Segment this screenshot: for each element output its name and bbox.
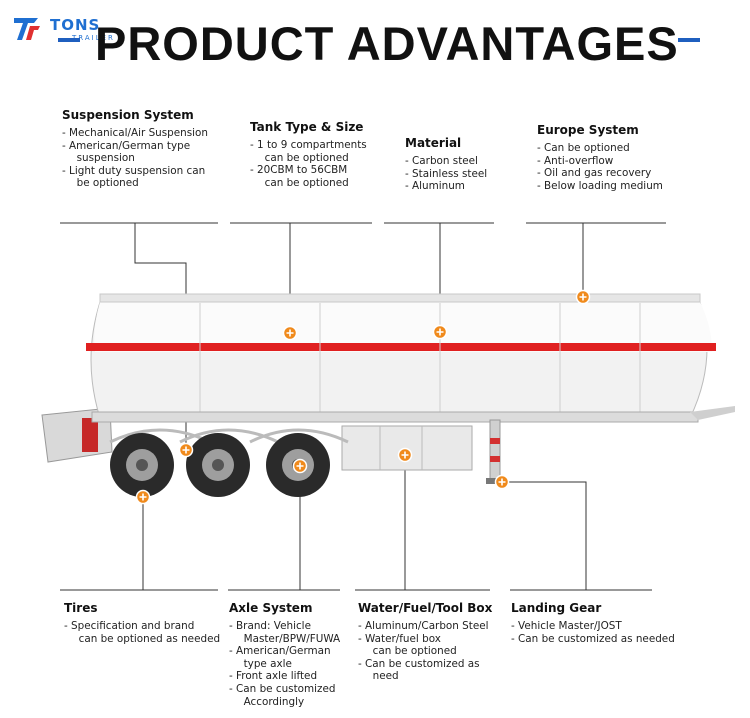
feature-item: - Vehicle Master/JOST [511,620,622,632]
marker-tank-icon[interactable] [282,325,298,341]
feature-list: - 1 to 9 compartments can be optioned - … [250,139,390,189]
brand-logo: TONS TRAILER [12,14,132,44]
feature-title: Tank Type & Size [250,120,364,134]
feature-item: - Specification and brand can be optione… [64,620,221,645]
feature-item: - American/German type axle [229,645,331,670]
title-dash-right [678,38,700,42]
feature-item: - Light duty suspension can be optioned [62,164,206,190]
feature-item: - Can be customized as need [358,657,480,683]
feature-item: - Mechanical/Air Suspension [62,127,208,139]
feature-item: - Brand: Vehicle Master/BPW/FUWA [229,620,341,645]
feature-title: Landing Gear [511,601,602,615]
feature-list: - Brand: Vehicle Master/BPW/FUWA - Ameri… [229,620,349,708]
feature-item: - Can be customized as needed [511,632,675,645]
feature-item: - Anti-overflow [537,154,614,167]
header: PRODUCT ADVANTAGES [0,10,750,70]
feature-item: - 20CBM to 56CBM can be optioned [250,164,349,189]
feature-item: - American/German type suspension [62,139,191,165]
brand-mark-icon [14,18,40,40]
brand-subtitle: TRAILER [72,34,115,42]
feature-item: - Below loading medium [537,179,663,192]
marker-landing-gear-icon[interactable] [494,474,510,490]
feature-title: Suspension System [62,108,194,122]
feature-title: Material [405,136,462,150]
marker-axle-icon[interactable] [292,458,308,474]
feature-item: - Stainless steel [405,167,488,180]
marker-europe-icon[interactable] [575,289,591,305]
feature-item: - Oil and gas recovery [537,167,652,180]
feature-axle-system: Axle System - Brand: Vehicle Master/BPW/… [229,601,349,708]
feature-title: Europe System [537,123,639,137]
feature-list: - Mechanical/Air Suspension - American/G… [62,127,232,190]
feature-item: - Water/fuel box can be optioned [358,632,457,658]
feature-item: - Aluminum [405,180,465,193]
feature-tank-type: Tank Type & Size - 1 to 9 compartments c… [250,120,390,189]
feature-landing-gear: Landing Gear - Vehicle Master/JOST - Can… [511,601,691,645]
feature-title: Axle System [229,601,313,615]
feature-suspension: Suspension System - Mechanical/Air Suspe… [62,108,232,190]
marker-suspension-icon[interactable] [178,442,194,458]
feature-list: - Carbon steel - Stainless steel - Alumi… [405,155,515,193]
feature-list: - Aluminum/Carbon Steel - Water/fuel box… [358,620,498,683]
feature-item: - Front axle lifted [229,670,318,683]
marker-material-icon[interactable] [432,324,448,340]
title-dash-left [58,38,80,42]
feature-europe-system: Europe System - Can be optioned - Anti-o… [537,123,687,192]
feature-tires: Tires - Specification and brand can be o… [64,601,224,645]
feature-list: - Can be optioned - Anti-overflow - Oil … [537,142,687,192]
feature-item: - Carbon steel [405,155,478,167]
marker-toolbox-icon[interactable] [397,447,413,463]
feature-item: - Can be customized Accordingly [229,682,336,708]
feature-list: - Specification and brand can be optione… [64,620,224,645]
feature-list: - Vehicle Master/JOST - Can be customize… [511,620,691,645]
leader-lines [60,222,666,591]
feature-item: - Can be optioned [537,142,630,154]
tank-trailer [41,293,735,497]
feature-title: Tires [64,601,98,615]
feature-material: Material - Carbon steel - Stainless stee… [405,136,515,193]
feature-item: - 1 to 9 compartments can be optioned [250,139,367,164]
feature-toolbox: Water/Fuel/Tool Box - Aluminum/Carbon St… [358,601,498,683]
feature-markers [135,289,591,505]
marker-tires-icon[interactable] [135,489,151,505]
brand-name: TONS [50,16,101,34]
feature-title: Water/Fuel/Tool Box [358,601,493,615]
feature-item: - Aluminum/Carbon Steel [358,620,489,632]
page-title: PRODUCT ADVANTAGES [95,17,679,70]
